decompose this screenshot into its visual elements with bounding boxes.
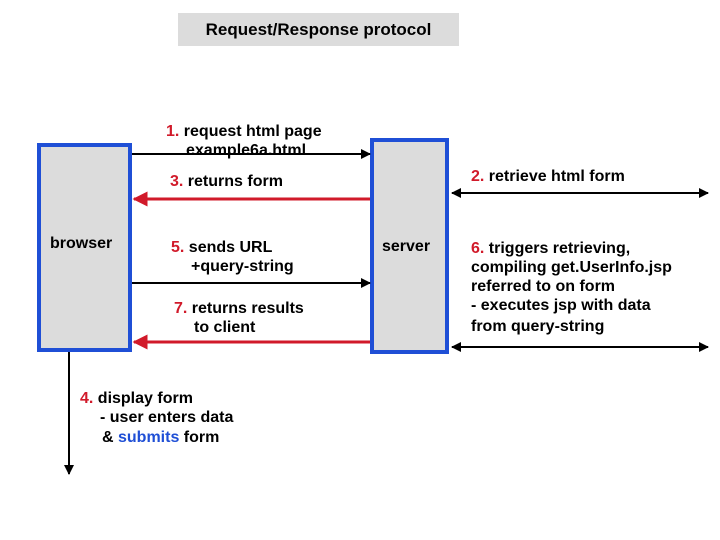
diagram-title: Request/Response protocol — [178, 13, 459, 46]
step-5-line1: sends URL — [184, 239, 273, 256]
step-6-line2-label: compiling get.UserInfo.jsp — [471, 259, 672, 276]
step-1-label: 1. request html page — [166, 122, 322, 141]
step-6-line3-label: referred to on form — [471, 278, 616, 295]
server-box — [370, 138, 449, 354]
step-1-number: 1. — [166, 123, 180, 140]
step-7-label: 7. returns results — [174, 299, 304, 318]
step-4-line2-label: - user enters data — [100, 409, 234, 426]
step-4-line3-post: form — [179, 429, 220, 446]
step-7-number: 7. — [174, 300, 188, 317]
step-5-line2-label: +query-string — [191, 258, 294, 275]
step-7-line1: returns results — [187, 300, 304, 317]
step-1-line1: request html page — [179, 123, 322, 140]
browser-box — [37, 143, 132, 352]
step-5-label: 5. sends URL — [171, 238, 272, 257]
step-6-line5-label: from query-string — [471, 318, 605, 335]
step-4-label: 4. display form — [80, 389, 193, 408]
step-3-text: returns form — [183, 173, 283, 190]
step-4-line3-pre: & — [102, 429, 118, 446]
step-2-text: retrieve html form — [484, 168, 625, 185]
step-6-label: 6. triggers retrieving, — [471, 239, 630, 258]
step-6-line4-label: - executes jsp with data — [471, 297, 651, 314]
step-3-label: 3. returns form — [170, 172, 283, 191]
step-6-line1: triggers retrieving, — [484, 240, 631, 257]
step-1-line2-label: example6a.html — [186, 142, 307, 159]
step-6-number: 6. — [471, 240, 485, 257]
server-label: server — [382, 238, 431, 255]
step-4-line1: display form — [93, 390, 193, 407]
step-5-number: 5. — [171, 239, 185, 256]
step-2-number: 2. — [471, 168, 485, 185]
step-4-submits-highlight: submits — [118, 429, 180, 446]
step-4-line3-label: & submits form — [102, 428, 219, 447]
step-7-line2-label: to client — [194, 319, 256, 336]
step-3-number: 3. — [170, 173, 184, 190]
browser-label: browser — [50, 235, 113, 252]
step-4-number: 4. — [80, 390, 94, 407]
step-2-label: 2. retrieve html form — [471, 167, 625, 186]
